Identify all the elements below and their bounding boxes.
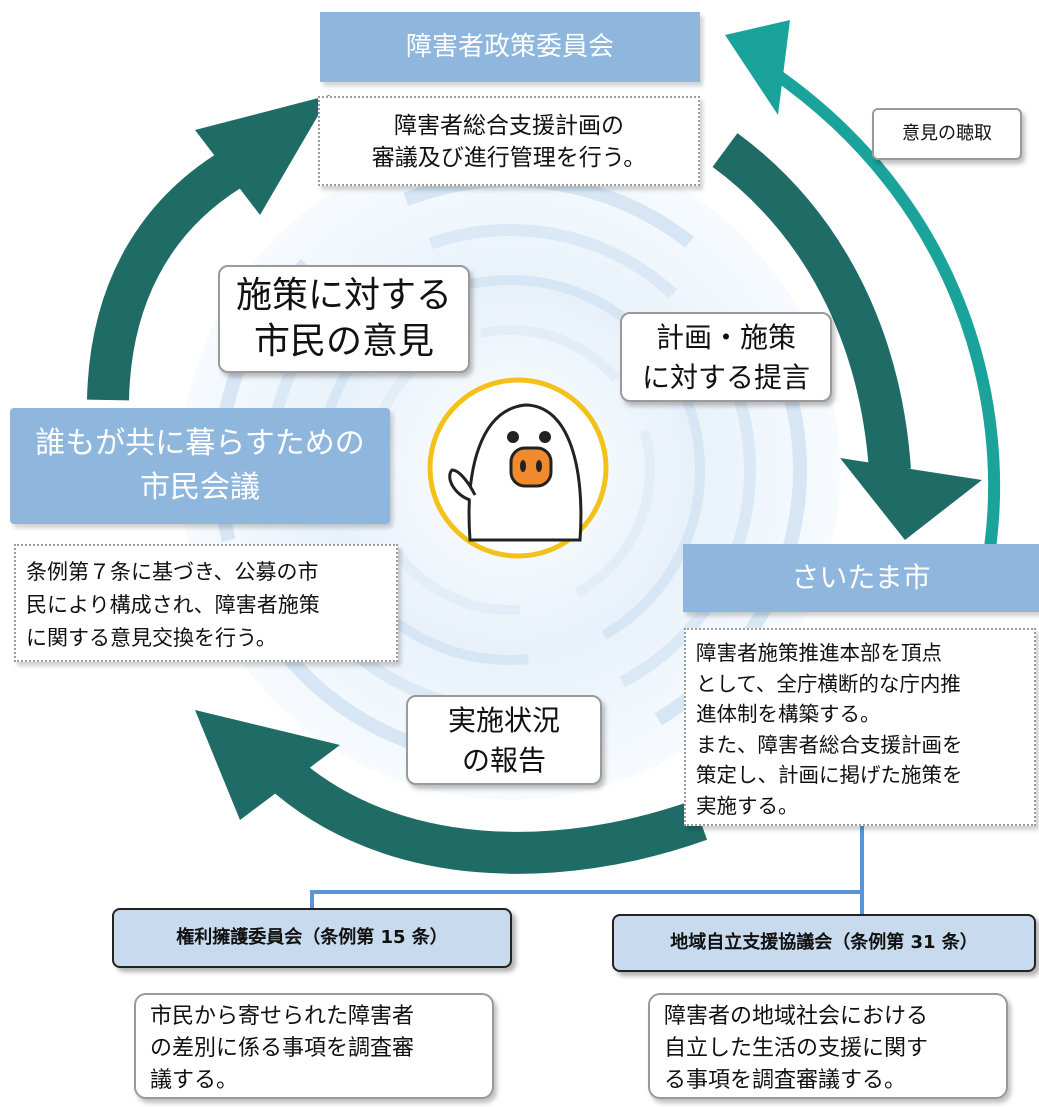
bird-mascot-icon (427, 377, 609, 559)
opinion-hearing-label: 意見の聴取 (872, 108, 1022, 160)
citizen-council-title: 誰もが共に暮らすための 市民会議 (10, 408, 390, 524)
regional-council-title: 地域自立支援協議会（条例第 31 条） (612, 914, 1036, 972)
connector-lines (310, 825, 864, 914)
arrow-citizen-to-committee (87, 95, 330, 401)
regional-council-description: 障害者の地域社会における 自立した生活の支援に関す る事項を調査審議する。 (648, 993, 1008, 1099)
saitama-city-description: 障害者施策推進本部を頂点 として、全庁横断的な庁内推 進体制を構築する。 また、… (684, 628, 1036, 826)
citizen-opinions-label: 施策に対する 市民の意見 (218, 265, 470, 373)
saitama-city-title: さいたま市 (683, 544, 1039, 612)
citizen-council-description: 条例第７条に基づき、公募の市 民により構成され、障害者施策 に関する意見交換を行… (14, 544, 398, 662)
arrow-city-to-citizen (195, 710, 708, 874)
rights-committee-description: 市民から寄せられた障害者 の差別に係る事項を調査審 議する。 (134, 993, 494, 1099)
arrow-opinion-hearing (725, 20, 1001, 549)
policy-committee-description: 障害者総合支援計画の 審議及び進行管理を行う。 (318, 96, 700, 186)
arrow-committee-to-city (712, 133, 982, 540)
proposals-label: 計画・施策 に対する提言 (620, 312, 832, 402)
rights-committee-title: 権利擁護委員会（条例第 15 条） (112, 908, 512, 968)
policy-committee-title: 障害者政策委員会 (320, 12, 700, 82)
status-report-label: 実施状況 の報告 (406, 695, 602, 785)
